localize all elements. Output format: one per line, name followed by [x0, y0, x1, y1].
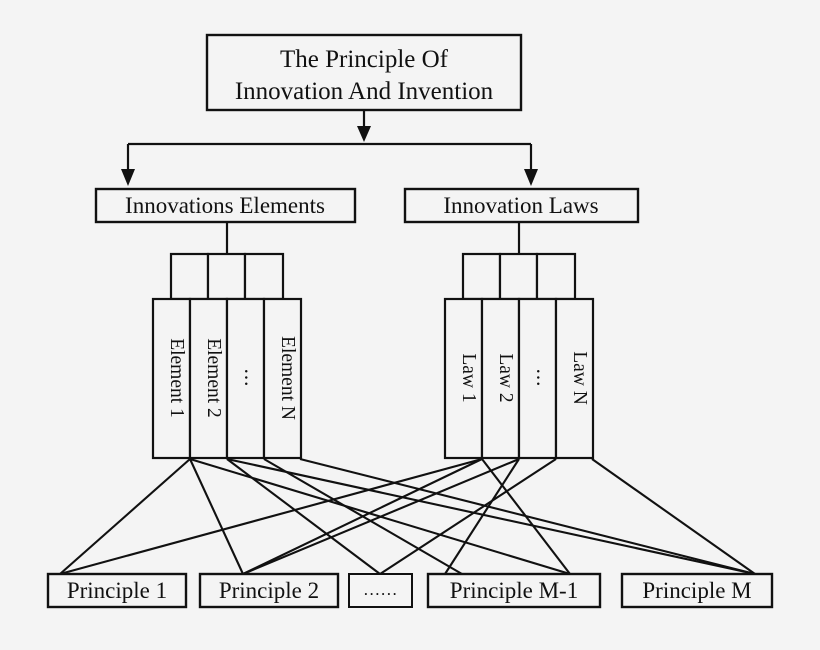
- element-column-ellipsis-label: ...: [240, 369, 264, 388]
- principle-node[interactable]: Principle 1: [46, 572, 188, 609]
- root-node-label-line1: The Principle Of: [280, 46, 449, 73]
- principle-node[interactable]: Principle M: [620, 572, 774, 609]
- law-column-box-2: [480, 297, 521, 460]
- principle-node-box-1: [46, 572, 188, 609]
- principle-node-box-3: [348, 573, 413, 608]
- link-element1-principle2: [189, 458, 244, 575]
- branch-node-innovations-elements-label: Innovations Elements: [125, 193, 325, 218]
- element-stack: Element 1 Element 2 ... Element N: [151, 297, 303, 460]
- element-stub-1: [169, 252, 210, 301]
- link-element1-principle1: [59, 458, 191, 575]
- principle-node-box-5: [620, 572, 774, 609]
- branch-node-innovations-elements-box: [94, 187, 357, 224]
- left-branch-arrowhead: [121, 169, 135, 186]
- element-column-ellipsis: ...: [225, 297, 266, 460]
- principle-node-label-2: Principle 2: [219, 578, 319, 603]
- element-column-label-4: Element N: [277, 336, 298, 420]
- link-law2-principleM1b: [444, 458, 520, 575]
- law-stub-1: [461, 252, 502, 301]
- element-stack-connector: [169, 222, 285, 301]
- principle-row: Principle 1 Principle 2 ...... Principle…: [46, 572, 774, 609]
- law-column-ellipsis-label: ...: [532, 369, 556, 388]
- element-column-box-4: [262, 297, 303, 460]
- principle-node-label-5: Principle M: [642, 578, 751, 603]
- principle-node-label-4: Principle M-1: [450, 578, 578, 603]
- element-column[interactable]: Element N: [262, 297, 303, 460]
- law-column-ellipsis: ...: [517, 297, 558, 460]
- principle-node-ellipsis: ......: [348, 573, 413, 608]
- link-law1-principleM1: [481, 458, 571, 575]
- stack-to-principle-links: [59, 457, 756, 576]
- law-column-box-1: [443, 297, 484, 460]
- element-column-label-2: Element 2: [203, 338, 224, 418]
- link-element4-principleM: [299, 457, 756, 576]
- law-column-box-3: [517, 297, 558, 460]
- law-column[interactable]: Law N: [554, 297, 595, 460]
- law-stack: Law 1 Law 2 ... Law N: [443, 297, 595, 460]
- branch-node-innovation-laws-box: [403, 187, 640, 224]
- principle-node[interactable]: Principle M-1: [426, 572, 602, 609]
- branch-node-innovation-laws-label: Innovation Laws: [443, 193, 598, 218]
- law-column-box-4: [554, 297, 595, 460]
- element-column-box-2: [188, 297, 229, 460]
- element-column-label-1: Element 1: [166, 338, 187, 418]
- law-column-label-4: Law N: [569, 351, 590, 405]
- law-stub-3: [535, 252, 577, 301]
- law-column-label-1: Law 1: [458, 353, 479, 402]
- link-law2-principle2: [242, 458, 520, 575]
- principle-node-box-4: [426, 572, 602, 609]
- law-column-label-2: Law 2: [495, 353, 516, 402]
- principle-node-label-1: Principle 1: [67, 578, 167, 603]
- right-branch-arrowhead: [524, 169, 538, 186]
- root-to-branches-connector: [121, 110, 538, 186]
- principle-node[interactable]: Principle 2: [198, 572, 340, 609]
- branch-node-innovations-elements[interactable]: Innovations Elements: [94, 187, 357, 224]
- element-stub-3: [243, 252, 285, 301]
- principle-node-ellipsis-label: ......: [364, 580, 399, 599]
- branch-node-innovation-laws[interactable]: Innovation Laws: [403, 187, 640, 224]
- law-column[interactable]: Law 1: [443, 297, 484, 460]
- principle-node-box-2: [198, 572, 340, 609]
- link-law1-principle2: [242, 458, 483, 575]
- element-column[interactable]: Element 1: [151, 297, 192, 460]
- link-element2-principleDots: [226, 458, 381, 575]
- element-column[interactable]: Element 2: [188, 297, 229, 460]
- law-column[interactable]: Law 2: [480, 297, 521, 460]
- link-law1-principle1: [59, 457, 483, 576]
- link-law3-principleDots: [379, 458, 557, 575]
- root-node[interactable]: The Principle Of Innovation And Inventio…: [205, 33, 523, 112]
- element-stub-2: [206, 252, 247, 301]
- root-node-label-line2: Innovation And Invention: [235, 78, 494, 105]
- law-stack-connector: [461, 222, 577, 301]
- root-down-arrowhead: [357, 126, 371, 142]
- law-stub-2: [498, 252, 539, 301]
- link-element2-principleM: [226, 457, 756, 576]
- link-law4-principleM: [591, 458, 756, 575]
- root-node-box: [205, 33, 523, 112]
